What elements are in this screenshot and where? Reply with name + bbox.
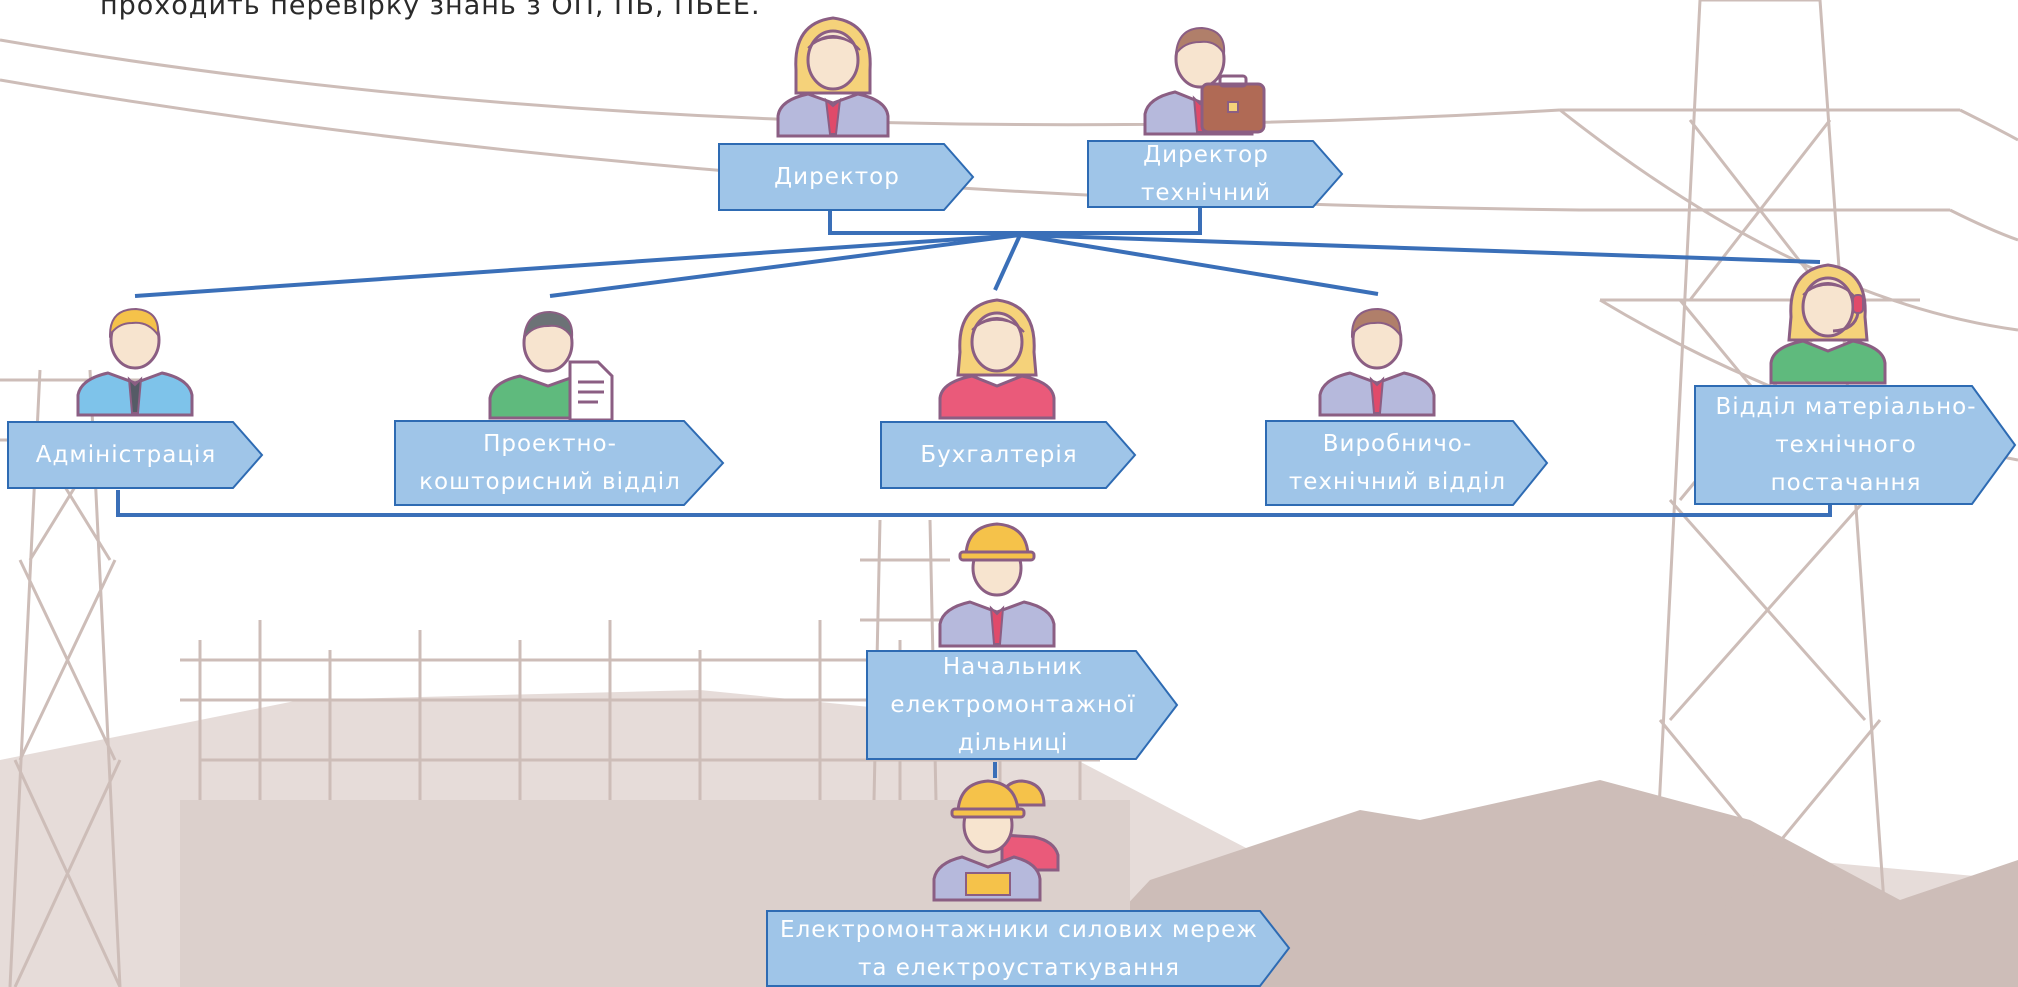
node-label-tech-director: Директор технічний — [1140, 142, 1272, 206]
node-shape — [394, 420, 725, 506]
node-director: Директор — [718, 143, 975, 211]
workers-hardhat-icon — [932, 779, 1060, 902]
woman-headset-icon — [1769, 263, 1887, 385]
connector-director-bracket — [828, 208, 1202, 235]
node-shape — [880, 421, 1137, 489]
node-site-chief: Начальник електромонтажної дільниці — [866, 650, 1179, 760]
node-shape — [7, 421, 264, 489]
node-supply-dept: Відділ матеріально- технічного постачанн… — [1694, 385, 2017, 505]
node-shape — [1265, 420, 1549, 506]
node-shape — [766, 910, 1291, 987]
node-label-supply-dept: Відділ матеріально- технічного постачанн… — [1715, 394, 1977, 496]
intro-text: проходить перевірку знань з ОП, ПБ, ПБЕЕ… — [100, 0, 761, 21]
node-label-site-chief: Начальник електромонтажної дільниці — [890, 654, 1136, 756]
node-label-production-dept: Виробничо- технічний відділ — [1288, 431, 1507, 495]
node-administration: Адміністрація — [7, 421, 264, 489]
node-accounting: Бухгалтерія — [880, 421, 1137, 489]
node-shape — [1087, 140, 1344, 208]
female-director-icon — [776, 16, 890, 138]
node-label-estimate-dept: Проектно- кошторисний відділ — [419, 431, 681, 495]
connector-to-administration — [134, 233, 1021, 298]
businessman-briefcase-icon — [1143, 26, 1266, 136]
node-label-electricians: Електромонтажники силових мереж та елект… — [780, 916, 1258, 981]
man-document-icon — [488, 310, 614, 422]
node-production-dept: Виробничо- технічний відділ — [1265, 420, 1549, 506]
connector-to-estimate-dept — [549, 233, 1021, 298]
node-shape — [866, 650, 1179, 760]
connector-to-supply-dept — [1019, 233, 1821, 264]
node-label-administration: Адміністрація — [35, 442, 217, 468]
businessman-icon — [1318, 307, 1436, 417]
node-shape — [718, 143, 975, 211]
node-label-director: Директор — [774, 164, 900, 190]
node-estimate-dept: Проектно- кошторисний відділ — [394, 420, 725, 506]
woman-icon — [938, 298, 1056, 420]
node-electricians: Електромонтажники силових мереж та елект… — [766, 910, 1291, 987]
node-tech-director: Директор технічний — [1087, 140, 1344, 208]
node-label-accounting: Бухгалтерія — [920, 442, 1078, 468]
connector-to-accounting — [993, 234, 1022, 291]
node-shape — [1694, 385, 2017, 505]
connector-bottom-bus — [116, 490, 1832, 517]
connector-to-production-dept — [1019, 233, 1379, 296]
male-tie-icon — [76, 307, 194, 417]
foreman-hardhat-icon — [938, 522, 1056, 648]
